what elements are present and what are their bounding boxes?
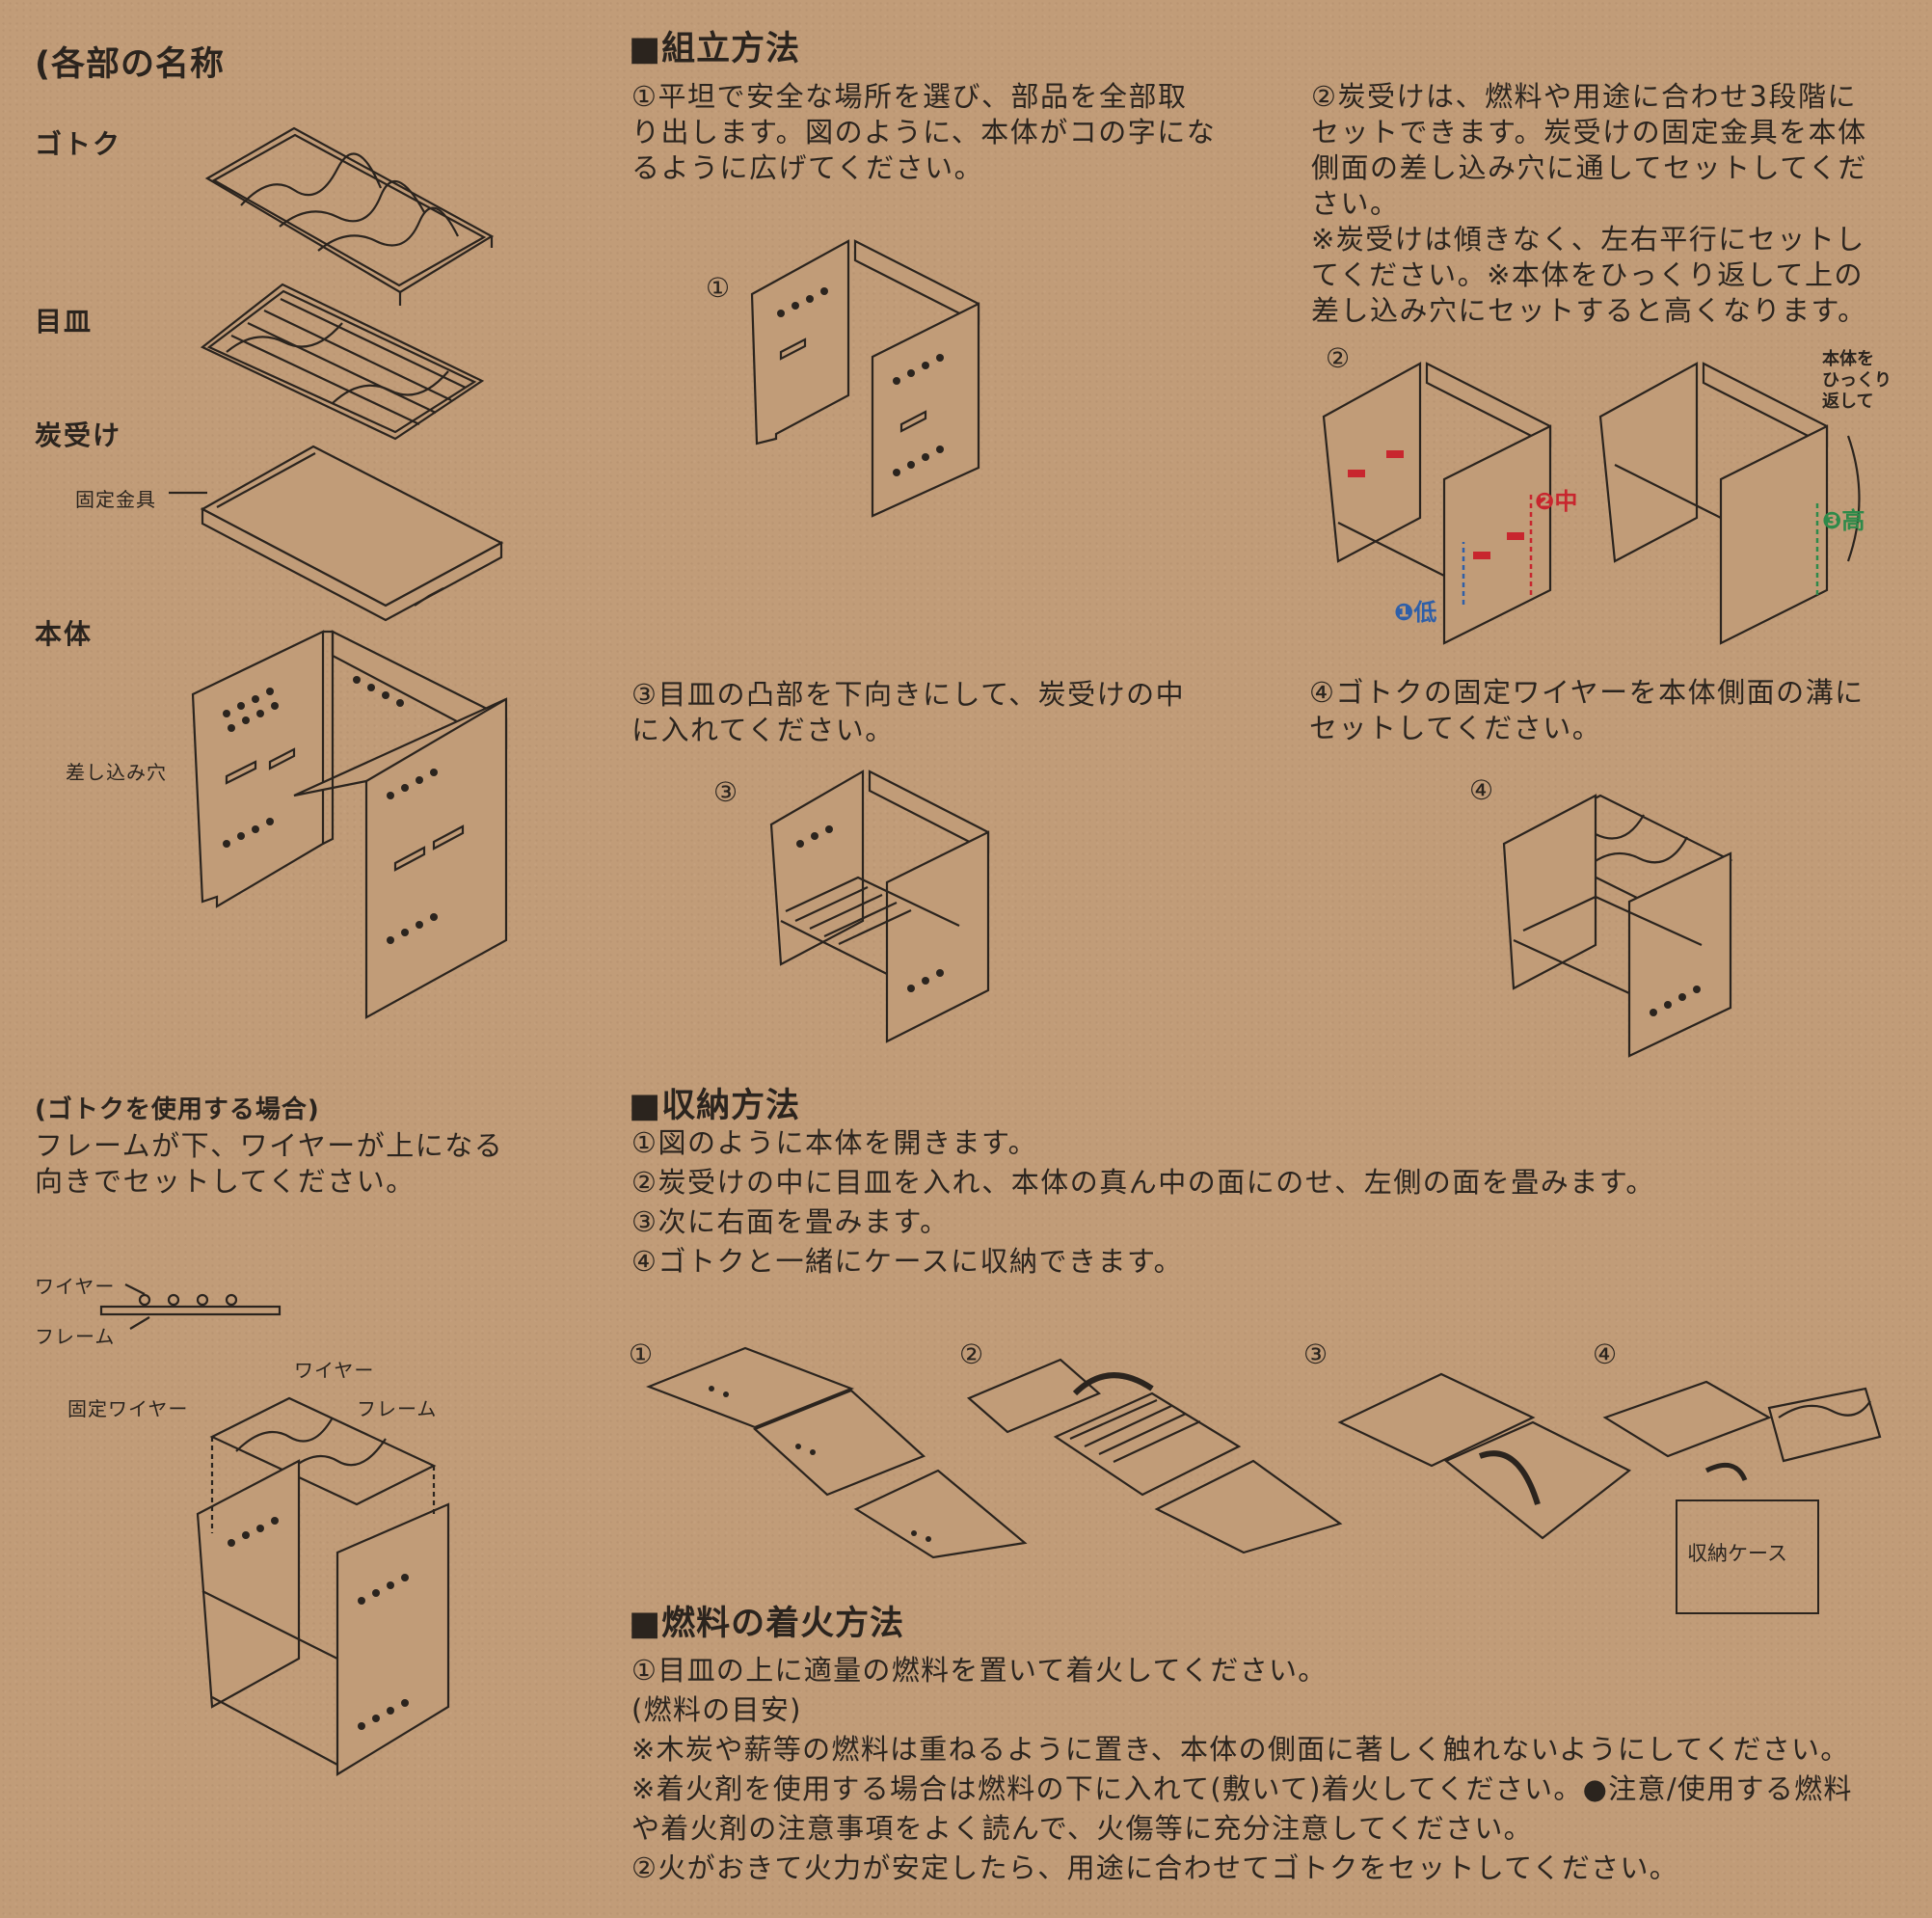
assembly-step-2: ②炭受けは、燃料や用途に合わせ3段階に セットできます。炭受けの固定金具を本体 …: [1311, 79, 1919, 329]
storage-fig-4: [1600, 1374, 1890, 1490]
label-sumiuke: 炭受け: [35, 415, 121, 453]
level-high: ❸高: [1822, 501, 1865, 535]
storage-fig-4-number: ④: [1593, 1338, 1617, 1370]
level-low: ❶低: [1394, 593, 1436, 627]
storage-fig-3-number: ③: [1303, 1338, 1328, 1370]
storage-case-box: 収納ケース: [1676, 1499, 1819, 1614]
label-gotoku: ゴトク: [35, 123, 121, 162]
assembly-fig-3-number: ③: [713, 776, 738, 808]
label-kotei-kanagu: 固定金具: [75, 484, 156, 512]
gotoku-illustration: [202, 121, 492, 304]
hontai-illustration: [188, 622, 516, 1027]
assembly-fig-4-number: ④: [1469, 774, 1493, 806]
storage-fig-2: [964, 1350, 1350, 1553]
ignition-heading: ■燃料の着火方法: [629, 1596, 904, 1645]
level-mid: ❷中: [1535, 482, 1577, 516]
assembly-step-3: ③目皿の凸部を下向きにして、炭受けの中 に入れてください。: [631, 677, 1248, 748]
assembly-fig-3: [766, 767, 998, 1046]
sumiuke-illustration: [198, 442, 506, 635]
gotoku-set-illustration: [193, 1379, 453, 1784]
gotoku-use-heading: (ゴトクを使用する場合): [35, 1090, 320, 1125]
assembly-heading: ■組立方法: [629, 21, 800, 70]
assembly-step-1: ①平坦で安全な場所を選び、部品を全部取 り出します。図のように、本体がコの字にな…: [631, 79, 1248, 186]
label-hontai: 本体: [35, 613, 93, 652]
flip-note: 本体を ひっくり 返して: [1822, 349, 1892, 413]
assembly-fig-4: [1499, 771, 1740, 1061]
mezara-illustration: [198, 280, 487, 444]
assembly-fig-2-low-mid: [1319, 359, 1560, 648]
storage-fig-3: [1335, 1364, 1644, 1557]
storage-steps: ①図のように本体を開きます。 ②炭受けの中に目皿を入れ、本体の真ん中の面にのせ、…: [631, 1123, 1904, 1282]
ignition-text: ①目皿の上に適量の燃料を置いて着火してください。 (燃料の目安) ※木炭や薪等の…: [631, 1651, 1923, 1888]
wire-frame-crosssection: [96, 1273, 289, 1331]
label-mezara: 目皿: [35, 301, 93, 339]
parts-heading: (各部の名称: [35, 37, 225, 86]
assembly-fig-1: [747, 236, 988, 521]
storage-heading: ■収納方法: [629, 1078, 800, 1127]
storage-case-label: 収納ケース: [1687, 1538, 1787, 1567]
assembly-fig-1-number: ①: [706, 272, 730, 304]
assembly-step-4: ④ゴトクの固定ワイヤーを本体側面の溝に セットしてください。: [1309, 675, 1917, 746]
label-kotei-wire: 固定ワイヤー: [67, 1393, 188, 1421]
gotoku-use-text: フレームが下、ワイヤーが上になる 向きでセットしてください。: [35, 1128, 575, 1200]
label-sashikomi-ana: 差し込み穴: [66, 757, 167, 785]
